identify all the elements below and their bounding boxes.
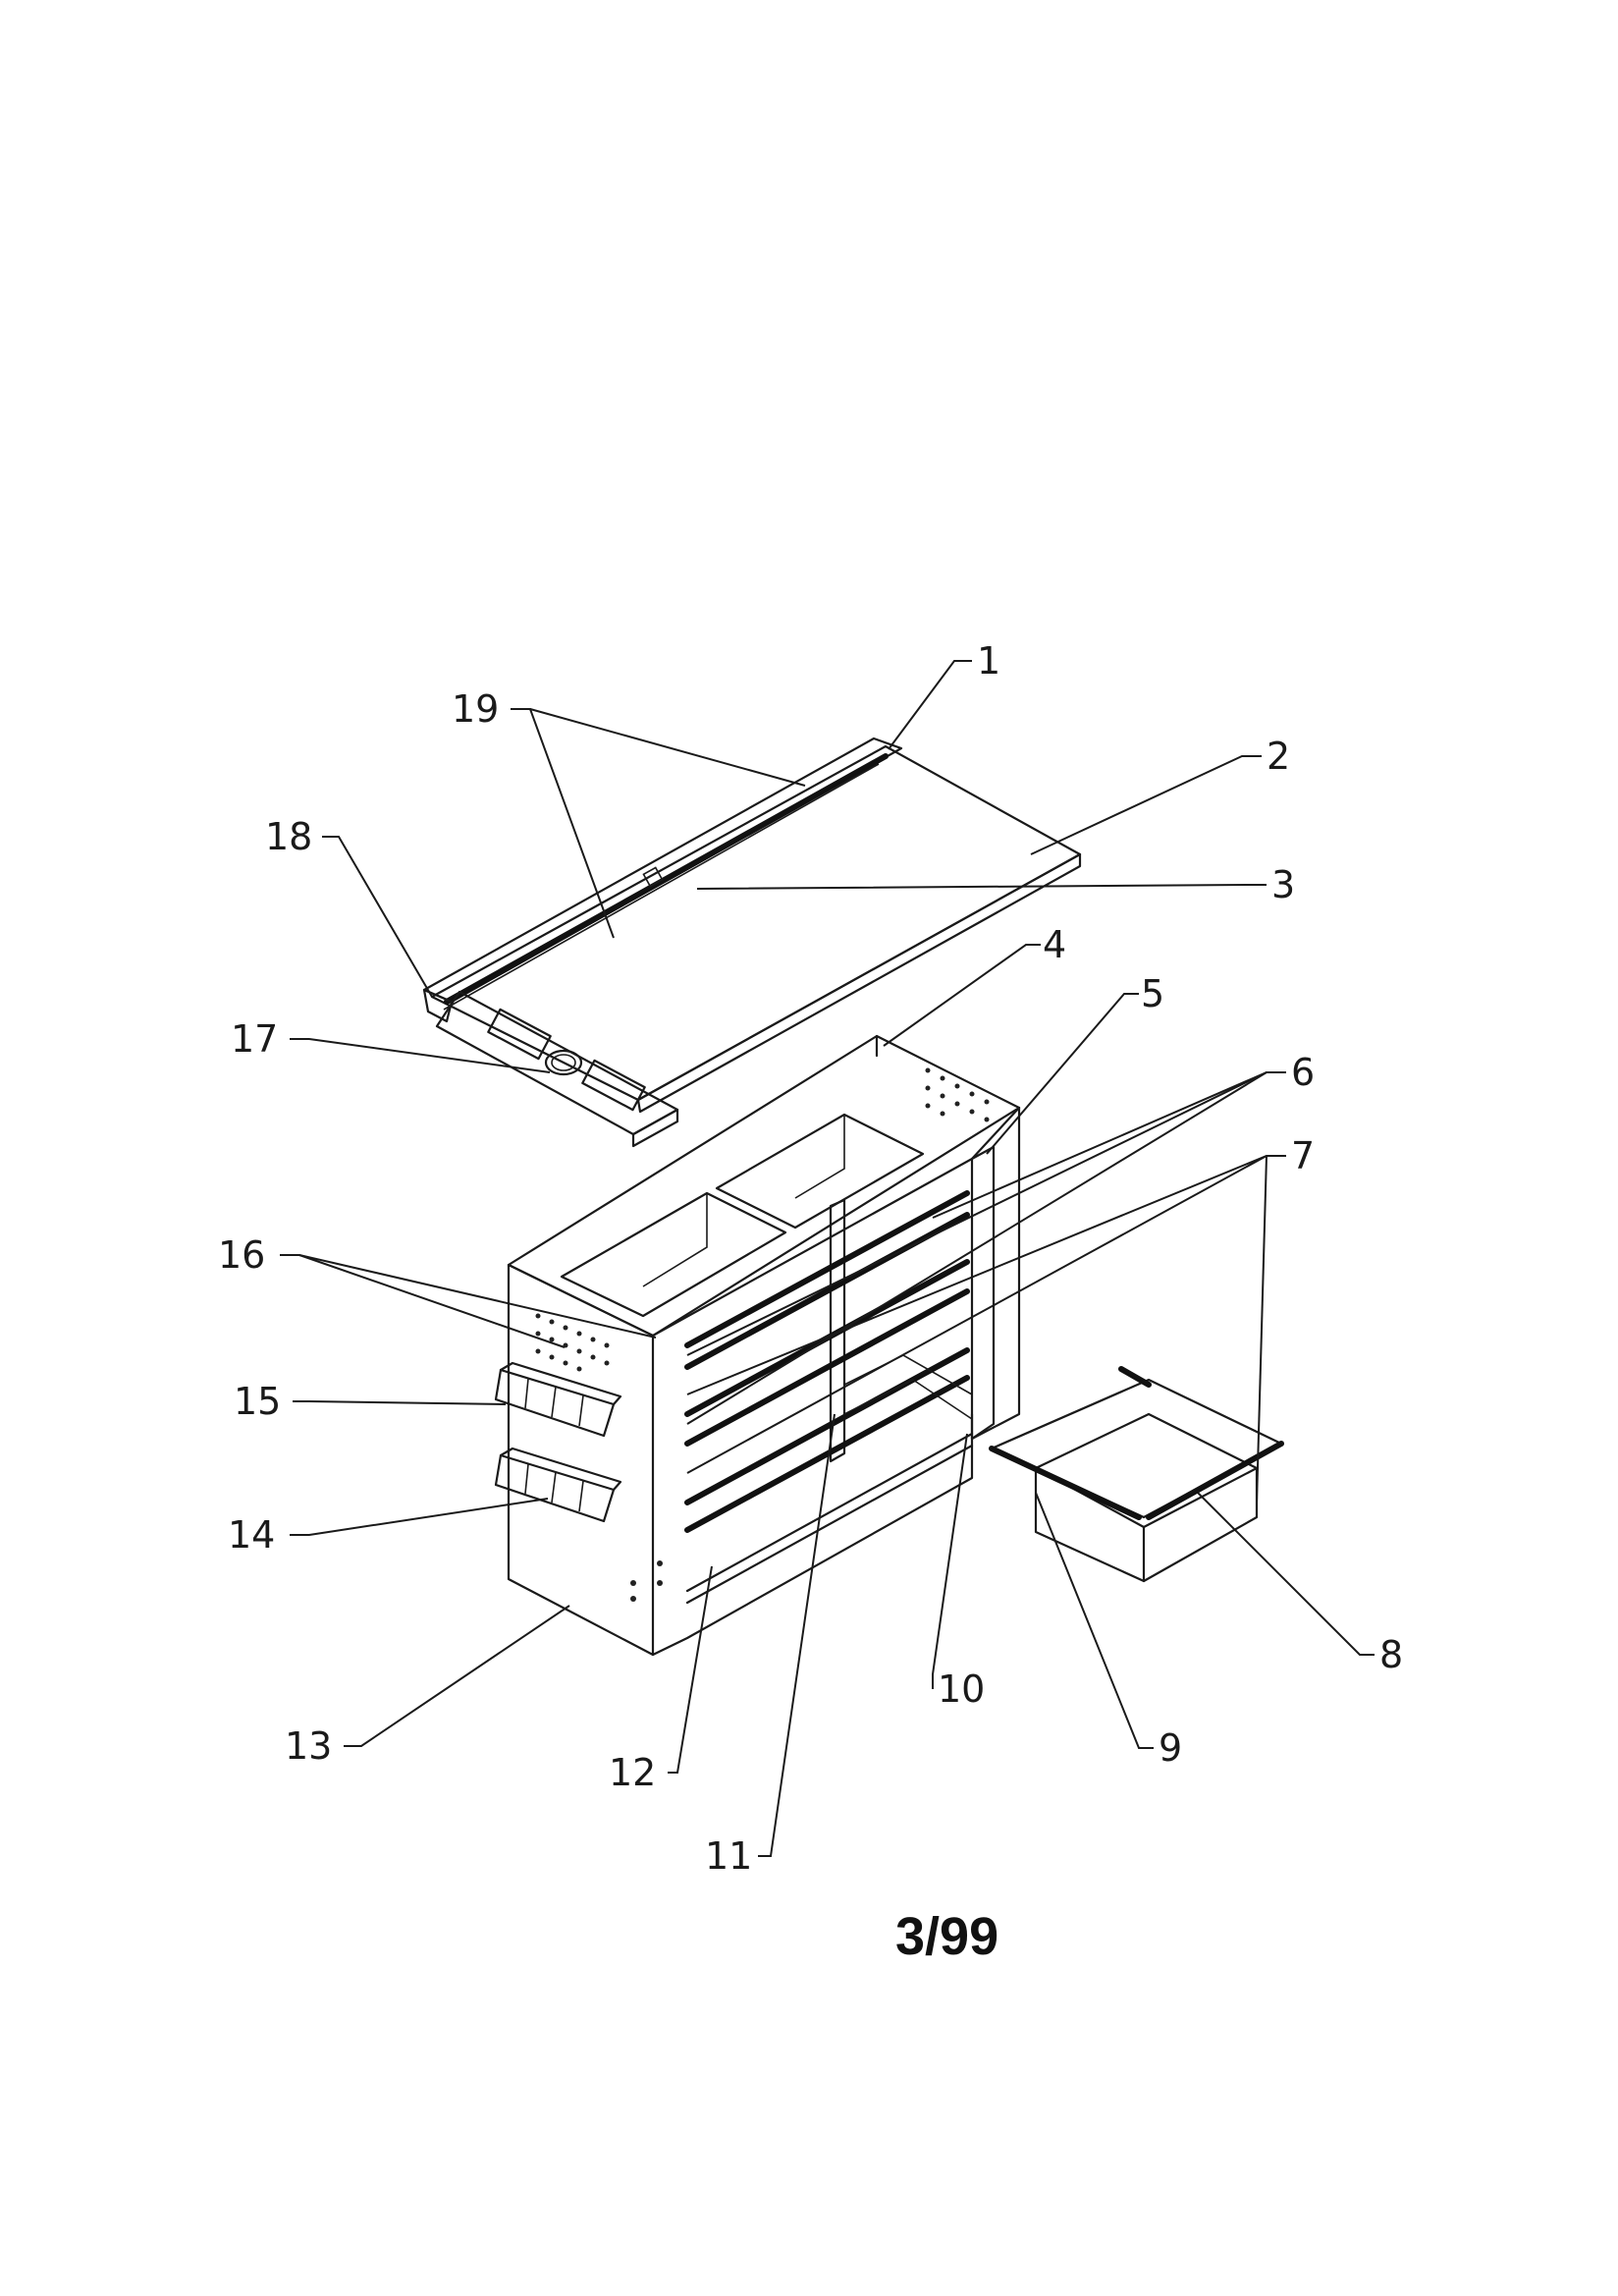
callout-8: 8 [1379, 1633, 1403, 1676]
upper-compartment-left [560, 1191, 787, 1318]
side-bin-lower [494, 1447, 622, 1523]
lid-assembly [422, 737, 1082, 1148]
callout-17: 17 [231, 1017, 278, 1061]
revision-date: 3/99 [895, 1907, 998, 1966]
callout-labels: 1 2 3 4 5 6 7 8 9 10 11 12 13 14 15 16 1… [218, 639, 1403, 1878]
side-bin-upper [494, 1361, 622, 1438]
callout-6: 6 [1291, 1051, 1315, 1094]
callout-9: 9 [1159, 1726, 1182, 1770]
callout-10: 10 [938, 1667, 985, 1711]
leader-lines [280, 660, 1375, 1857]
callout-7: 7 [1291, 1134, 1315, 1177]
tray-pocket-left [487, 1008, 552, 1061]
callout-2: 2 [1267, 735, 1290, 778]
callout-4: 4 [1043, 923, 1066, 966]
callout-13: 13 [285, 1724, 332, 1768]
callout-19: 19 [452, 687, 499, 731]
front-tray-lip [631, 1108, 679, 1148]
callout-12: 12 [609, 1751, 656, 1794]
right-panel-perforations [925, 1067, 990, 1122]
left-end-panel [507, 1263, 655, 1657]
tray-pocket-right [581, 1059, 646, 1112]
callout-14: 14 [228, 1513, 275, 1557]
hinge-tab [642, 866, 664, 888]
lid-end-cap [422, 988, 454, 1023]
callout-18: 18 [265, 815, 312, 858]
front-tray [435, 990, 679, 1136]
callout-5: 5 [1141, 972, 1164, 1015]
callout-3: 3 [1271, 863, 1295, 906]
callout-15: 15 [234, 1380, 281, 1423]
left-panel-perforations [535, 1313, 610, 1372]
tray-cup-holder [544, 1049, 583, 1076]
upper-compartment-right [715, 1113, 925, 1230]
lid-panel-edge [636, 852, 1082, 1114]
callout-1: 1 [977, 639, 1000, 683]
callout-16: 16 [218, 1233, 265, 1277]
drawer [989, 1366, 1284, 1583]
callout-11: 11 [705, 1834, 752, 1878]
cabinet-body [507, 1034, 1021, 1657]
